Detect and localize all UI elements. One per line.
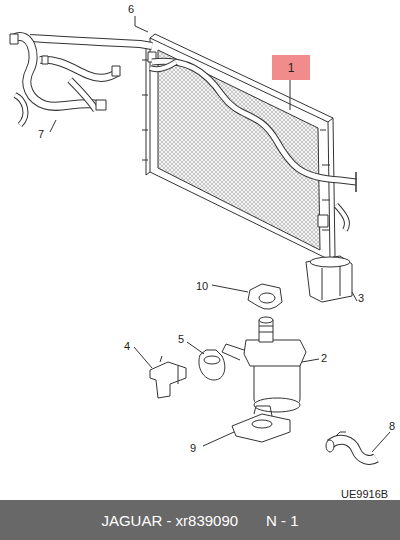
callout-number: 5 (178, 333, 184, 345)
footer-text: N - 1 (266, 512, 299, 529)
callout-number: 7 (38, 128, 44, 140)
callout-number: 8 (389, 420, 395, 432)
callout-number: 2 (321, 352, 327, 364)
callout-box: 1 (272, 55, 310, 80)
drawing-code: UE9916B (341, 488, 388, 500)
footer-band: JAGUAR - xr839090 N - 1 (0, 500, 400, 540)
callout-number: 3 (358, 292, 364, 304)
callout-number: 1 (288, 61, 295, 75)
callout-number: 4 (124, 340, 130, 352)
footer-text: JAGUAR - xr839090 (101, 512, 238, 529)
callout-number: 10 (196, 280, 208, 292)
callout-number: 9 (190, 442, 196, 454)
callout-number: 6 (128, 3, 134, 15)
